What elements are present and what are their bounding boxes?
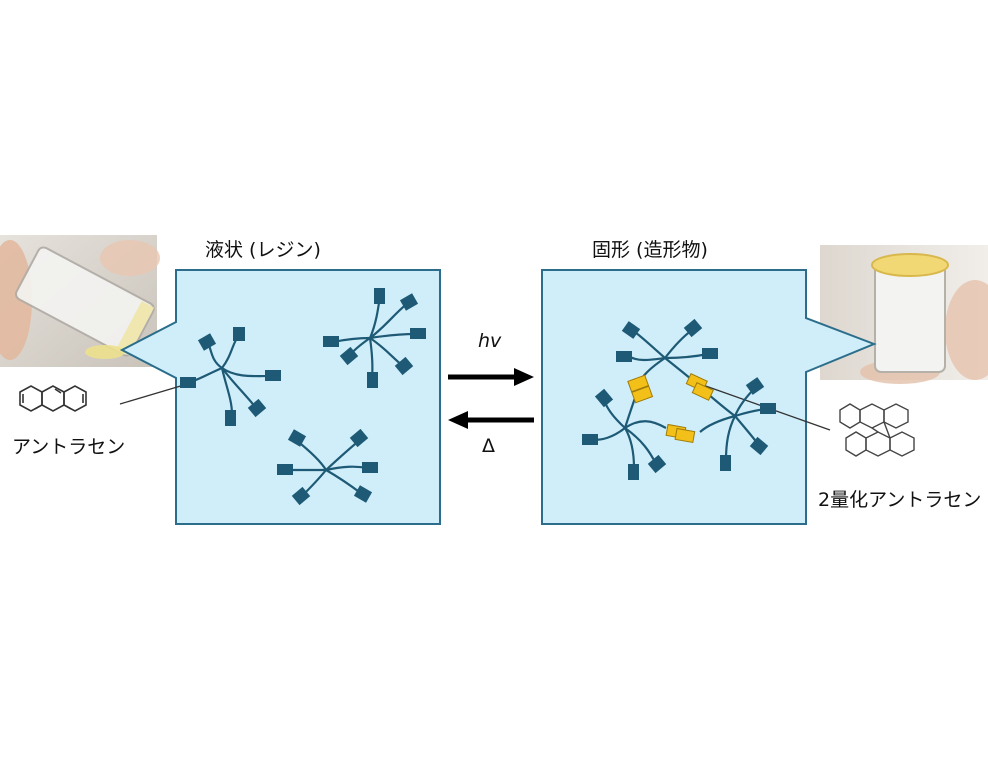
reverse-arrow-label: Δ	[482, 435, 495, 457]
vial-photo-liquid	[0, 235, 160, 367]
arm-end-block	[582, 434, 598, 445]
arm-end-block	[291, 486, 311, 506]
arm-end-block	[616, 351, 632, 362]
arm-end-block	[410, 328, 426, 339]
right-panel-title: 固形 (造形物)	[592, 239, 708, 261]
anthracene-structure	[19, 385, 87, 412]
arm-end-block	[683, 318, 703, 338]
vial-photo-solid	[820, 245, 988, 384]
arm-end-block	[277, 464, 293, 475]
arm-end-block	[399, 293, 419, 311]
dimer-crosslink	[631, 385, 654, 404]
arm-end-block	[749, 436, 769, 456]
arm-end-block	[197, 333, 217, 351]
forward-arrow	[448, 368, 534, 386]
dimer-crosslink	[627, 374, 650, 393]
dimer-crosslink	[674, 427, 696, 444]
arm-end-block	[225, 410, 236, 426]
forward-arrow-label: hv	[478, 330, 502, 352]
dimer-label: 2量化アントラセン	[818, 489, 982, 511]
arm-end-block	[374, 288, 385, 304]
arm-end-block	[702, 348, 718, 359]
arm-end-block	[233, 327, 245, 341]
arm-end-block	[287, 429, 307, 447]
arm-end-block	[323, 336, 339, 347]
arm-end-block	[265, 370, 281, 381]
anthracene-dimer-structure	[839, 403, 915, 457]
arm-end-block	[594, 388, 614, 408]
reverse-arrow	[448, 411, 534, 429]
arm-end-block	[339, 346, 359, 366]
dimer-crosslink	[691, 382, 714, 401]
arm-end-block	[247, 398, 267, 418]
left-panel-title: 液状 (レジン)	[205, 239, 321, 261]
arm-end-block	[720, 455, 731, 471]
arm-end-block	[621, 321, 641, 339]
arm-end-block	[180, 377, 196, 388]
arm-end-block	[394, 356, 414, 376]
left-panel-box	[119, 269, 441, 525]
arm-end-block	[362, 462, 378, 473]
arm-end-block	[760, 403, 776, 414]
arm-end-block	[349, 428, 369, 448]
arm-end-block	[353, 485, 373, 503]
arm-end-block	[367, 372, 378, 388]
arm-end-block	[647, 454, 667, 474]
anthracene-label: アントラセン	[12, 436, 126, 458]
arm-end-block	[745, 377, 765, 395]
arm-end-block	[628, 464, 639, 480]
